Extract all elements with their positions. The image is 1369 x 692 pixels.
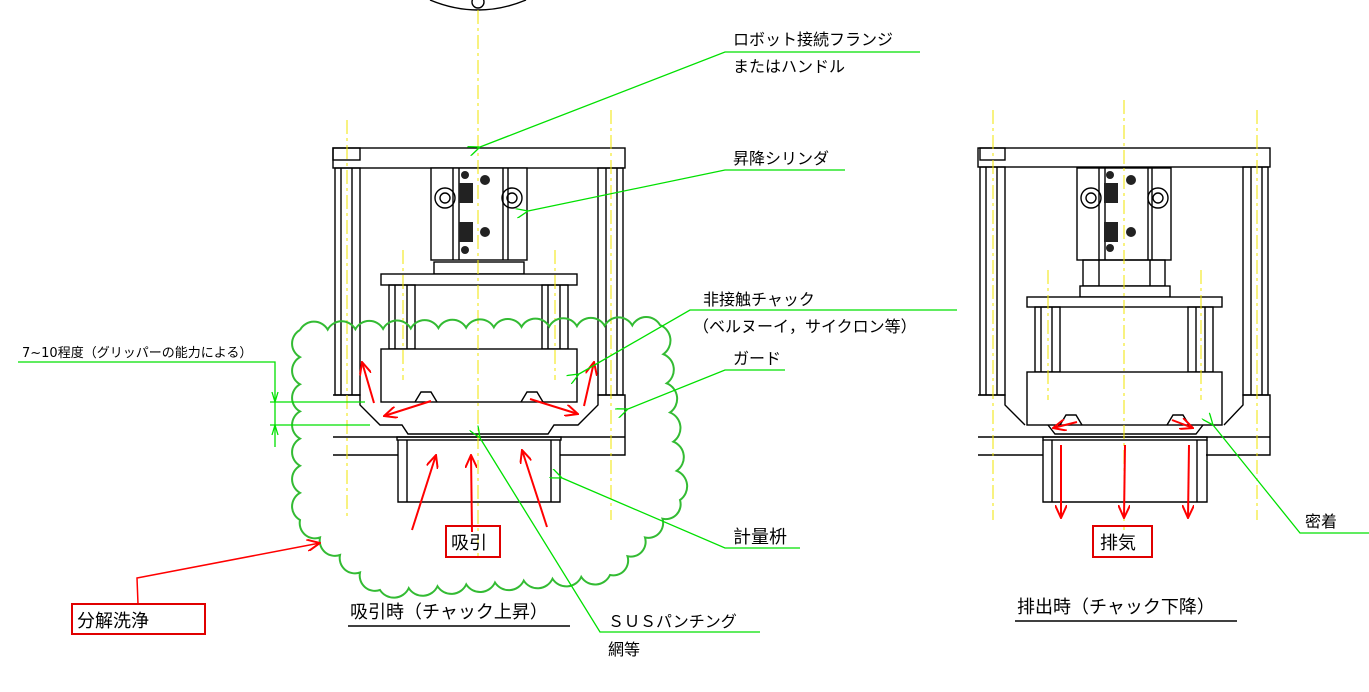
top-plate [332,147,626,169]
non-contact-chuck [380,348,578,403]
sus-mesh [396,436,562,441]
robot-flange-label: ロボット接続フランジ [733,30,893,49]
measuring-box-label: 計量枡 [733,527,787,548]
cylinder-base [1079,285,1171,298]
suction-view-title: 吸引時（チャック上昇） [350,602,548,623]
leader-lines [18,51,1369,633]
suction-flow-arrows [362,362,594,533]
mesh-label: ＳＵＳパンチング [608,612,737,631]
guard [333,394,626,456]
lift-cylinder-body [430,167,528,261]
exhaust-label: 排気 [1100,533,1136,554]
chuck-label: 非接触チャック [703,290,815,309]
clean-callout-line [136,543,320,605]
flange-hole [471,0,485,9]
lift-cylinder-label: 昇降シリンダ [733,149,829,168]
seal-label: 密着 [1305,512,1337,531]
gap-note: 7~10程度（グリッパーの能力による） [22,345,252,361]
robot-flange-label-2: またはハンドル [733,57,845,76]
flange-partial-circle [429,0,527,11]
chuck-label-2: （ベルヌーイ，サイクロン等） [693,317,917,336]
discharge-view-device [977,100,1271,530]
discharge-view-title: 排出時（チャック下降） [1017,597,1215,618]
suction-label: 吸引 [451,533,487,554]
cleaning-area-cloud [291,316,689,599]
cylinder-base [433,261,525,275]
clean-label: 分解洗浄 [77,611,149,632]
exhaust-flow-arrows [1053,420,1193,518]
sus-mesh [1042,436,1208,441]
mesh-label-2: 網等 [608,640,640,659]
exhaust-box [1092,525,1153,558]
moving-plate [380,273,578,286]
suction-box [445,525,501,558]
clean-box [71,603,206,635]
suction-view-device [332,10,626,560]
guard-label: ガード [733,349,781,368]
